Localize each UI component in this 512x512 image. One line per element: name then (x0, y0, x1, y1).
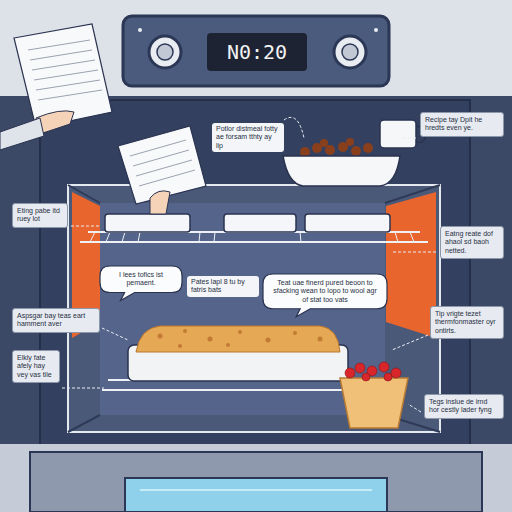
callout-text: Tip vrigte tezet thermfonmaster oyr onti… (435, 310, 499, 335)
callout-text: Aspsgar bay teas eart hamment aver (17, 312, 95, 329)
display-readout: N0:20 (209, 42, 305, 62)
callout-text: Potlor distmeal fotty ae forsam tthty ay… (216, 125, 280, 150)
callout-box: Elkly fate afely hay vey vas tile (12, 350, 60, 383)
callout-text: Teat uae finerd pured beoon to sfacking … (270, 279, 380, 304)
callout-text: Eatng reate dof ahaol sd baoh netted. (445, 230, 499, 255)
callout-box: Tegs inslue de irnd hor cestly lader fyn… (424, 394, 504, 419)
bubble-shape (100, 266, 182, 301)
callout-text: Recipe tay Dpit he hredts even ye. (425, 116, 499, 133)
callout-box: Aspsgar bay teas eart hamment aver (12, 308, 100, 333)
bubble-shape (263, 274, 387, 317)
callout-text: I lees tofics ist pemaent. (107, 271, 175, 288)
callout-box: Eting pabe itd ruey lot (12, 203, 68, 228)
callout-box: Eatng reate dof ahaol sd baoh netted. (440, 226, 504, 259)
callout-text: Elkly fate afely hay vey vas tile (17, 354, 55, 379)
speech-bubble: I lees tofics ist pemaent. (100, 266, 182, 293)
note-box: Potlor distmeal fotty ae forsam tthty ay… (212, 123, 284, 152)
callout-box: Recipe tay Dpit he hredts even ye. (420, 112, 504, 137)
callout-box: Tip vrigte tezet thermfonmaster oyr onti… (430, 306, 504, 339)
callout-text: Tegs inslue de irnd hor cestly lader fyn… (429, 398, 499, 415)
note-box: Pates lapl 8 tu by fatris bats (187, 276, 259, 297)
callout-text: Pates lapl 8 tu by fatris bats (191, 278, 255, 295)
timer-display: N0:20 (207, 33, 307, 71)
callout-text: Eting pabe itd ruey lot (17, 207, 63, 224)
speech-bubble: Teat uae finerd pured beoon to sfacking … (263, 274, 387, 309)
